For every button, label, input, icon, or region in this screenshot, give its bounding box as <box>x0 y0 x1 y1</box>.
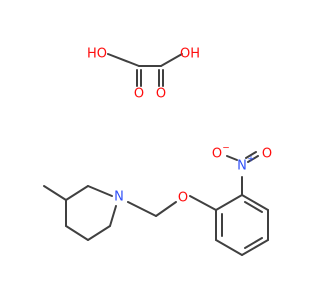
atom-label-oh: OH <box>180 47 200 62</box>
bond <box>65 185 89 201</box>
bond <box>107 53 140 67</box>
charge-plus: + <box>247 155 255 165</box>
bond <box>241 194 269 211</box>
bond <box>87 225 111 241</box>
bond <box>87 185 113 197</box>
bond <box>245 151 257 159</box>
charge-minus: − <box>222 144 230 154</box>
atom-label-o: O <box>262 147 272 162</box>
bond <box>215 194 243 211</box>
bond <box>155 201 177 217</box>
bond <box>226 155 238 161</box>
bond <box>160 53 183 67</box>
nitrophenoxyethyl-piperidine: N + O − O O N <box>43 144 272 256</box>
atom-label-n-piperidine: N <box>114 190 124 205</box>
atom-label-ho: HO <box>87 47 107 62</box>
bond <box>127 201 157 217</box>
bond <box>241 239 269 256</box>
atom-label-o: O <box>134 87 144 102</box>
atom-label-o-minus: O <box>212 147 222 162</box>
bond <box>65 225 89 241</box>
atom-label-o: O <box>156 87 166 102</box>
bond <box>247 155 259 163</box>
atom-label-n: N <box>237 159 247 174</box>
bond <box>43 185 67 201</box>
bond <box>244 237 263 249</box>
atom-label-o-ether: O <box>178 191 188 206</box>
oxalic-acid: HO OH O O <box>87 47 200 102</box>
chemical-structure-diagram: HO OH O O N + <box>43 47 272 256</box>
bond <box>244 201 263 213</box>
bond <box>215 239 243 256</box>
bond <box>189 195 217 211</box>
bond <box>109 205 117 227</box>
